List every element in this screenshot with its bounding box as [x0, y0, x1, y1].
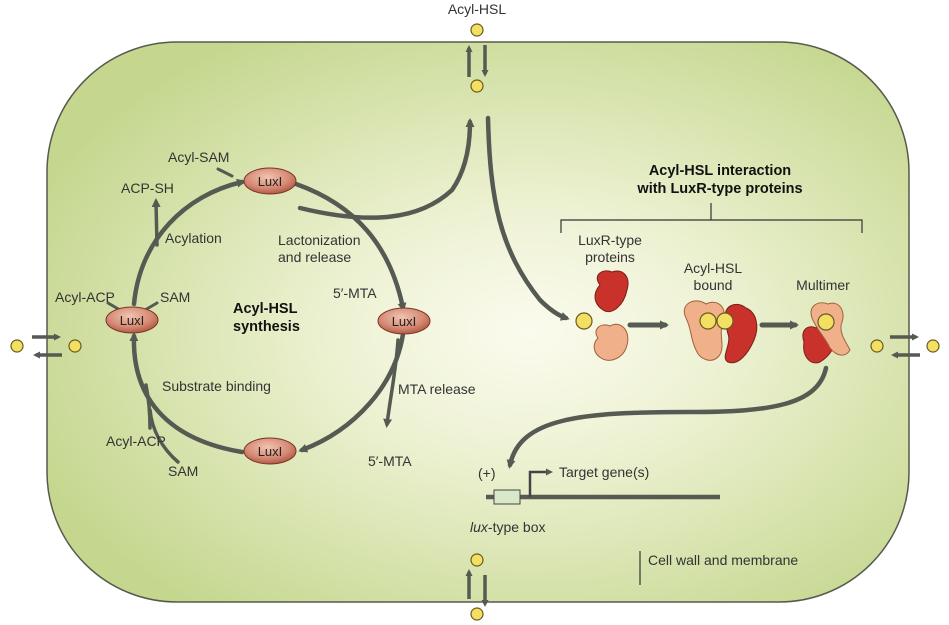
label-mta-release: MTA release: [398, 381, 476, 397]
acyl-hsl-molecule: [470, 23, 484, 37]
label-acyl-sam: Acyl-SAM: [168, 149, 229, 165]
luxr-protein-dark: [594, 270, 629, 313]
label-sam-bottom: SAM: [168, 463, 198, 479]
transcription-start-arrow: [528, 468, 553, 497]
right-diffusion: [870, 333, 940, 359]
luxi-right: LuxI: [377, 307, 431, 335]
label-acylation: Acylation: [165, 230, 222, 246]
label-mta-bottom: 5′-MTA: [368, 453, 412, 469]
label-mta-top: 5′-MTA: [333, 285, 377, 301]
luxi-left: LuxI: [105, 306, 159, 334]
section-bracket: [560, 203, 863, 233]
interaction-title-1: Acyl-HSL interaction: [649, 163, 791, 179]
label-sam-left: SAM: [160, 289, 190, 305]
label-multimer: Multimer: [796, 277, 850, 293]
cycle-arrow-mta-release: [298, 331, 406, 453]
acyl-hsl-molecule: [10, 339, 24, 353]
label-acyl-acp-left: Acyl-ACP: [55, 289, 115, 305]
label-acyl-hsl-bound-2: bound: [694, 277, 733, 293]
acyl-hsl-molecule: [68, 339, 82, 353]
label-lux-rest: -type box: [488, 519, 546, 535]
label-lactonization: Lactonization: [278, 232, 361, 248]
label-and-release: and release: [278, 249, 351, 265]
luxi-top: LuxI: [243, 167, 297, 195]
luxi-label: LuxI: [120, 313, 145, 328]
lux-box: [493, 489, 521, 505]
cycle-arrow-lactonization: [293, 181, 407, 312]
export-arrow: [297, 118, 475, 220]
luxi-label: LuxI: [258, 174, 283, 189]
label-synthesis-title-1: Acyl-HSL: [233, 301, 298, 317]
interaction-title-2: with LuxR-type proteins: [636, 181, 802, 197]
acyl-acp-input: [144, 383, 152, 430]
label-acyl-hsl-bound-1: Acyl-HSL: [684, 260, 743, 276]
acyl-hsl-molecule: [699, 312, 717, 330]
sam-input: [148, 408, 180, 464]
label-cell-wall: Cell wall and membrane: [648, 552, 798, 568]
uptake-arrow: [485, 115, 570, 321]
mta-release-arrow: [383, 338, 400, 428]
label-acyl-hsl-top: Acyl-HSL: [448, 1, 507, 17]
label-proteins: proteins: [585, 249, 635, 265]
bottom-diffusion: [465, 553, 489, 621]
cycle-arrow-substrate-binding: [129, 332, 245, 455]
luxr-free-proteins: [575, 270, 629, 361]
acyl-hsl-molecule: [926, 339, 940, 353]
label-acp-sh: ACP-SH: [121, 180, 174, 196]
cycle-arrow-acylation: [131, 178, 246, 307]
target-gene-region: (+) Target gene(s) lux-type box: [470, 464, 720, 535]
acyl-hsl-molecule: [470, 607, 484, 621]
cell-body: [46, 41, 910, 603]
label-target-genes: Target gene(s): [559, 464, 649, 480]
acyl-hsl-molecule: [470, 79, 484, 93]
acyl-hsl-molecule: [470, 553, 484, 567]
luxr-multimer: [802, 302, 851, 364]
label-lux-italic: lux: [470, 519, 489, 535]
label-lux-type-box: lux-type box: [470, 519, 546, 535]
label-acyl-acp-bottom: Acyl-ACP: [106, 433, 166, 449]
activation-arrow: [506, 365, 829, 469]
luxi-label: LuxI: [258, 444, 283, 459]
label-synthesis-title-2: synthesis: [233, 319, 300, 335]
luxi-label: LuxI: [392, 314, 417, 329]
label-plus: (+): [478, 465, 496, 481]
acyl-hsl-molecule: [575, 312, 593, 330]
top-diffusion: Acyl-HSL: [448, 1, 507, 93]
acp-sh-release-arrow: [151, 198, 161, 247]
luxi-bottom: LuxI: [243, 437, 297, 465]
synthesis-cycle: [106, 115, 829, 469]
acyl-hsl-molecule: [817, 313, 835, 331]
label-luxr-type: LuxR-type: [578, 232, 642, 248]
acyl-sam-bond: [216, 167, 234, 178]
acyl-hsl-molecule: [716, 312, 734, 330]
left-diffusion: [10, 333, 82, 359]
label-substrate-binding: Substrate binding: [162, 378, 271, 394]
acyl-hsl-molecule: [870, 339, 884, 353]
luxr-bound-complex: [683, 300, 758, 364]
luxr-protein-light: [593, 323, 629, 361]
